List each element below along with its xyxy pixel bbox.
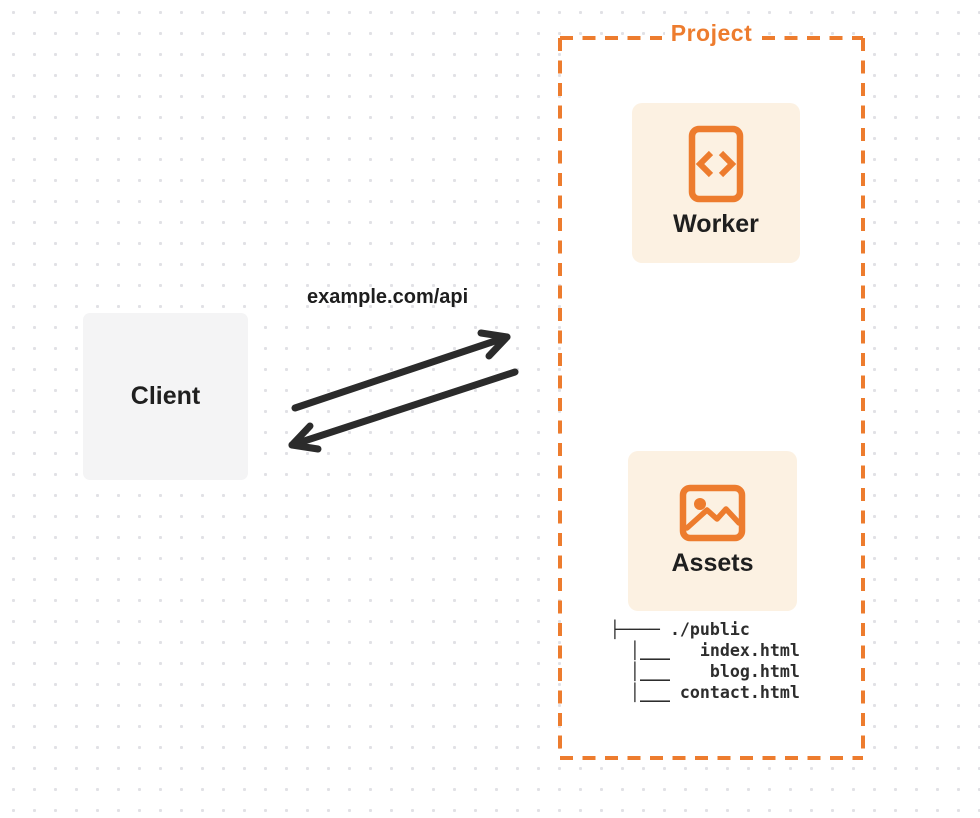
file-tree-item-index: │___ index.html: [610, 641, 800, 660]
request-response-arrows: [288, 329, 519, 453]
worker-label: Worker: [673, 210, 759, 238]
image-icon: [679, 484, 746, 542]
assets-file-tree: ├──── ./public │___ index.html │___ blog…: [610, 619, 800, 703]
file-tree-item-blog: │___ blog.html: [610, 662, 800, 681]
request-arrow: [291, 329, 511, 412]
project-label: Project: [664, 20, 759, 47]
project-boundary: [558, 36, 865, 760]
response-arrow: [288, 368, 519, 453]
client-label: Client: [130, 382, 201, 410]
request-url-label: example.com/api: [307, 286, 469, 308]
client-node: Client: [83, 313, 248, 480]
code-document-icon: [688, 125, 744, 203]
assets-node: Assets: [628, 451, 797, 611]
file-tree-item-contact: │___ contact.html: [610, 683, 800, 702]
file-tree-root: ├──── ./public: [610, 620, 750, 639]
project-label-wrap: Project: [560, 20, 863, 47]
worker-node: Worker: [632, 103, 800, 263]
assets-label: Assets: [671, 549, 754, 577]
